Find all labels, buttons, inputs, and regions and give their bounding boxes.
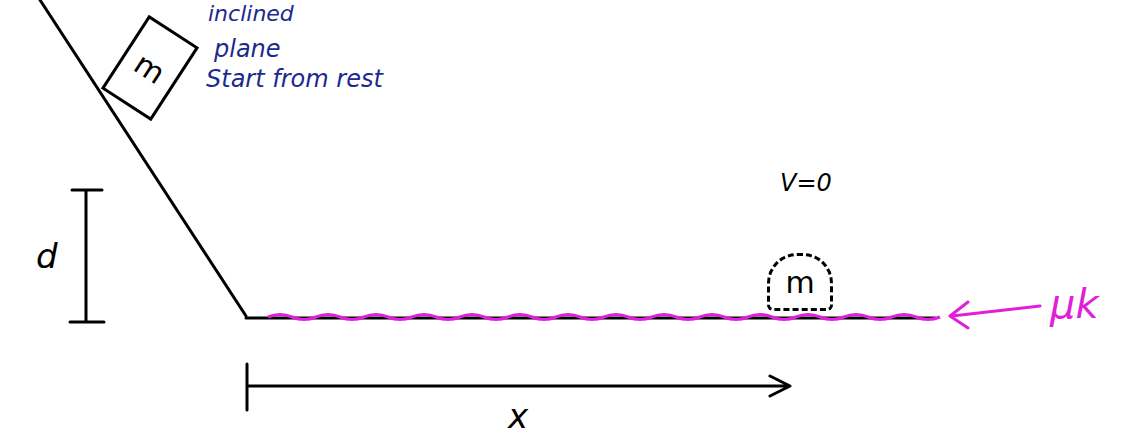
- friction-surface: [268, 315, 940, 320]
- height-bracket: [70, 190, 104, 322]
- sliding-block: m: [101, 15, 199, 121]
- friction-pointer: [950, 302, 1040, 328]
- note-text: Start from rest: [206, 66, 383, 92]
- note-text: inclined: [208, 2, 294, 26]
- mass-label: m: [785, 266, 814, 299]
- stopped-block: m: [767, 253, 833, 311]
- velocity-label: V=0: [780, 170, 832, 196]
- friction-label: μk: [1050, 282, 1099, 326]
- distance-label: x: [508, 398, 528, 435]
- note-text: plane: [214, 36, 281, 62]
- height-label: d: [36, 238, 58, 275]
- mass-label: m: [129, 46, 171, 90]
